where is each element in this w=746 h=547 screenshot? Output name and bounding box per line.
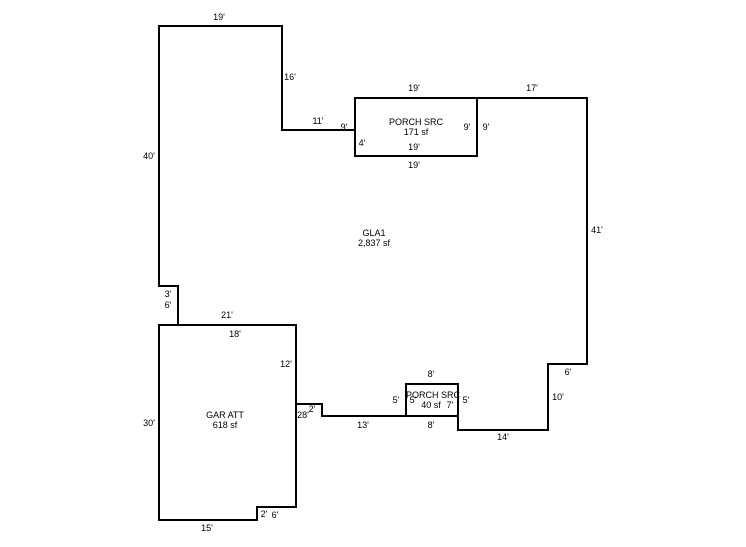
- porch-top-label: PORCH SRC: [389, 117, 444, 127]
- garage-outline: [158, 324, 297, 521]
- dimension-label: 9': [341, 122, 348, 132]
- dimension-label: 12': [280, 359, 292, 369]
- porch-top-outline: [354, 97, 478, 157]
- dimension-label: 21': [221, 310, 233, 320]
- dimension-label: 41': [591, 225, 603, 235]
- dimension-label: 7': [447, 400, 454, 410]
- dimension-label: 13': [357, 420, 369, 430]
- dimension-label: 3': [165, 289, 172, 299]
- dimension-label: 5': [410, 395, 417, 405]
- porch-top-area: 171 sf: [404, 127, 429, 137]
- garage-area: 618 sf: [213, 420, 238, 430]
- dimension-label: 11': [312, 116, 323, 126]
- dimension-label: 15': [201, 523, 213, 533]
- dimension-label: 5': [463, 395, 470, 405]
- porch-bottom-outline: [405, 383, 459, 417]
- dimension-label: 19': [213, 12, 225, 22]
- dimension-label: 9': [483, 122, 490, 132]
- porch-bottom-area: 40 sf: [421, 400, 441, 410]
- dimension-label: 2': [309, 404, 316, 414]
- dimension-label: 6': [165, 300, 172, 310]
- porch-bottom-label: PORCH SRC: [406, 390, 461, 400]
- dimension-label: 10': [552, 392, 564, 402]
- dimension-label: 9': [464, 122, 471, 132]
- dimension-label: 19': [408, 83, 420, 93]
- dimension-label: 14': [497, 432, 509, 442]
- gla-area: 2,837 sf: [358, 238, 391, 248]
- dimension-label: 4': [359, 138, 366, 148]
- dimension-label: 8': [428, 420, 435, 430]
- dimension-label: 8': [428, 369, 435, 379]
- dimension-label: 30': [143, 418, 155, 428]
- gla-label: GLA1: [362, 228, 385, 238]
- dimension-label: 5': [393, 395, 400, 405]
- dimension-label: 17': [526, 83, 538, 93]
- dimension-label: 16': [284, 72, 296, 82]
- dimension-label: 6': [272, 510, 279, 520]
- dimension-label: 18': [229, 329, 241, 339]
- garage-label: GAR ATT: [206, 410, 244, 420]
- dimension-label: 6': [565, 367, 572, 377]
- dimension-label: 28': [297, 410, 309, 420]
- dimension-label: 2': [261, 509, 268, 519]
- dimension-label: 40': [143, 151, 155, 161]
- dimension-label: 19': [408, 142, 420, 152]
- dimension-label: 19': [408, 160, 420, 170]
